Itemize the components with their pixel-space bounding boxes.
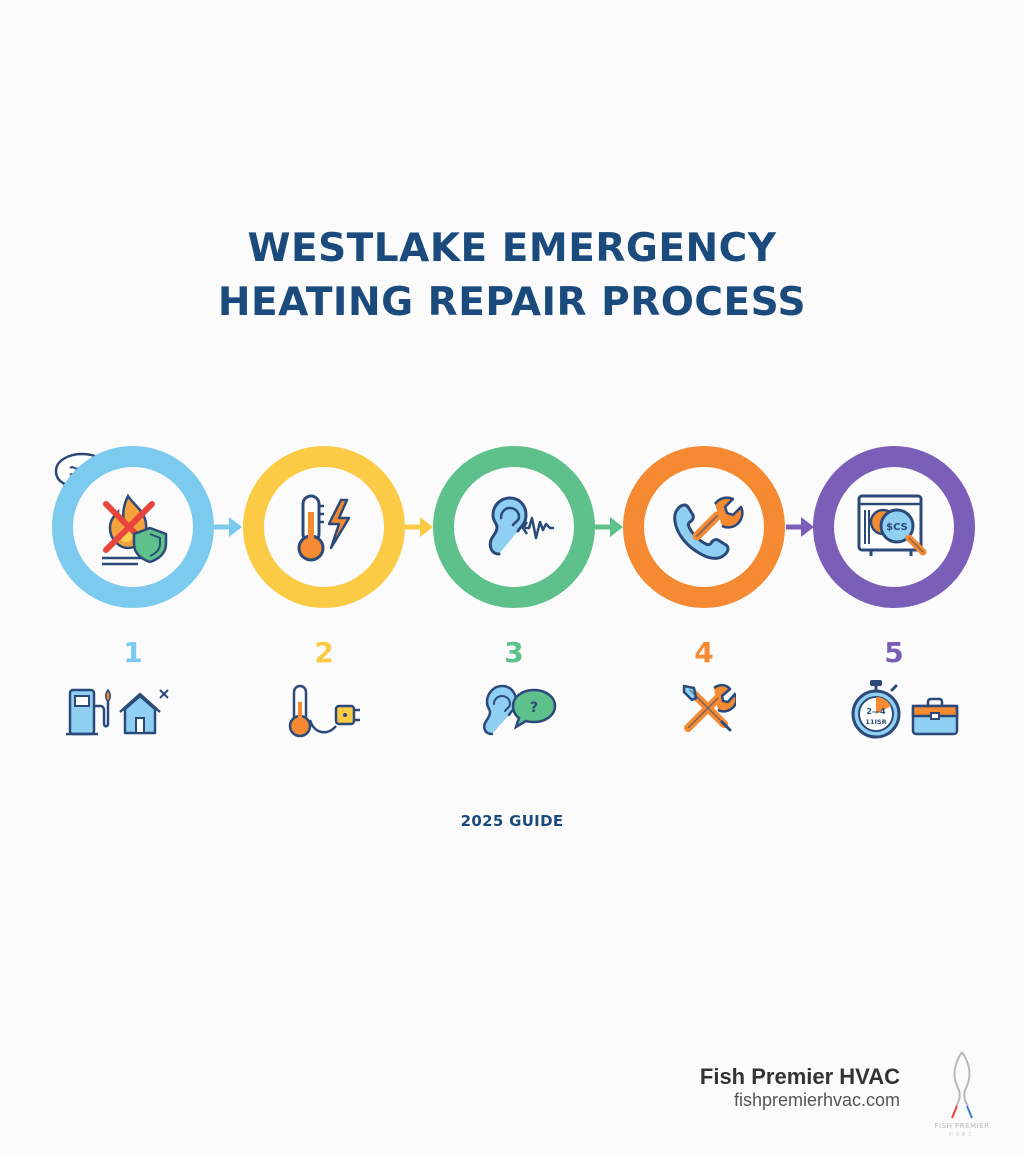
fuel-pump-icon	[66, 688, 111, 736]
step-5-ring: $CS	[813, 446, 975, 608]
step-2-ring	[243, 446, 405, 608]
arrow-1-2	[214, 517, 242, 537]
logo-text-2: HVAC	[949, 1132, 975, 1138]
arrow-4-5	[786, 517, 814, 537]
arrow-2-3	[405, 517, 433, 537]
title-line-1: WESTLAKE EMERGENCY	[247, 226, 777, 271]
thermometer-plug-icon	[288, 684, 360, 738]
page-title: WESTLAKE EMERGENCY HEATING REPAIR PROCES…	[0, 222, 1024, 330]
brand-url[interactable]: fishpremierhvac.com	[733, 1090, 900, 1110]
arrow-3-4	[595, 517, 623, 537]
house-x-icon	[119, 689, 169, 735]
stopwatch-text-1: 2—4	[866, 707, 886, 716]
no-flame-shield-icon	[102, 493, 168, 566]
step-1-ring	[52, 446, 214, 608]
phone-wrench-icon	[673, 496, 744, 560]
furnace-magnifier-icon: $CS	[857, 494, 927, 556]
ear-question-bubble-icon: ?	[483, 684, 557, 736]
magnifier-text: $CS	[886, 522, 908, 533]
brand-name[interactable]: Fish Premier HVAC	[699, 1064, 900, 1089]
step-1-number: 1	[123, 636, 143, 669]
fish-premier-logo: FISH PREMIER HVAC	[935, 1051, 990, 1138]
ear-sound-wave-icon	[488, 496, 554, 556]
logo-text-1: FISH PREMIER	[935, 1122, 990, 1130]
title-line-2: HEATING REPAIR PROCESS	[217, 280, 807, 325]
step-2-number: 2	[314, 636, 334, 669]
svg-text:?: ?	[530, 700, 538, 716]
crossed-tools-icon	[682, 683, 736, 732]
process-steps: $CS 1 2 3 4 5 ?	[52, 446, 975, 739]
stopwatch-icon: 2—4 11ISR	[851, 680, 901, 739]
stopwatch-text-2: 11ISR	[865, 718, 886, 726]
toolbox-icon	[911, 697, 959, 736]
step-4-number: 4	[694, 636, 714, 669]
step-4-ring	[623, 446, 785, 608]
guide-label: 2025 GUIDE	[460, 812, 564, 830]
thermometer-lightning-icon	[297, 494, 351, 562]
step-3-ring	[433, 446, 595, 608]
step-3-number: 3	[504, 636, 524, 669]
step-5-number: 5	[884, 636, 904, 669]
